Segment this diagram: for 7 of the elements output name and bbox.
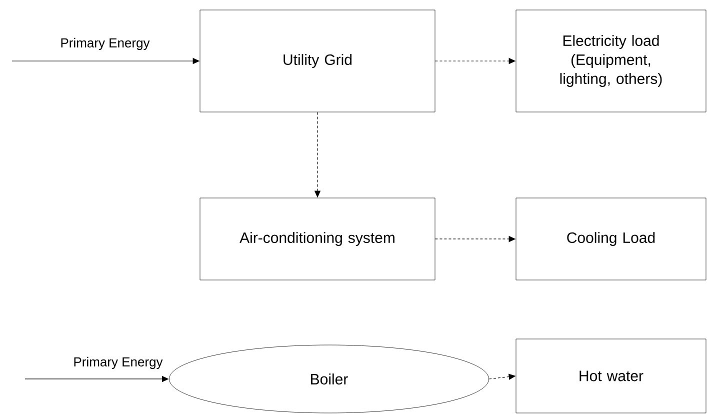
edge-label: Primary Energy [61, 38, 150, 50]
edge-label: Primary Energy [74, 356, 163, 370]
process-box: Electricity load (Equipment, lighting, others) [516, 10, 706, 112]
process-box: Utility Grid [200, 10, 436, 112]
process-box: Cooling Load [516, 198, 706, 280]
process-box: Air-conditioning system [200, 198, 436, 280]
process-box: Hot water [516, 338, 706, 414]
